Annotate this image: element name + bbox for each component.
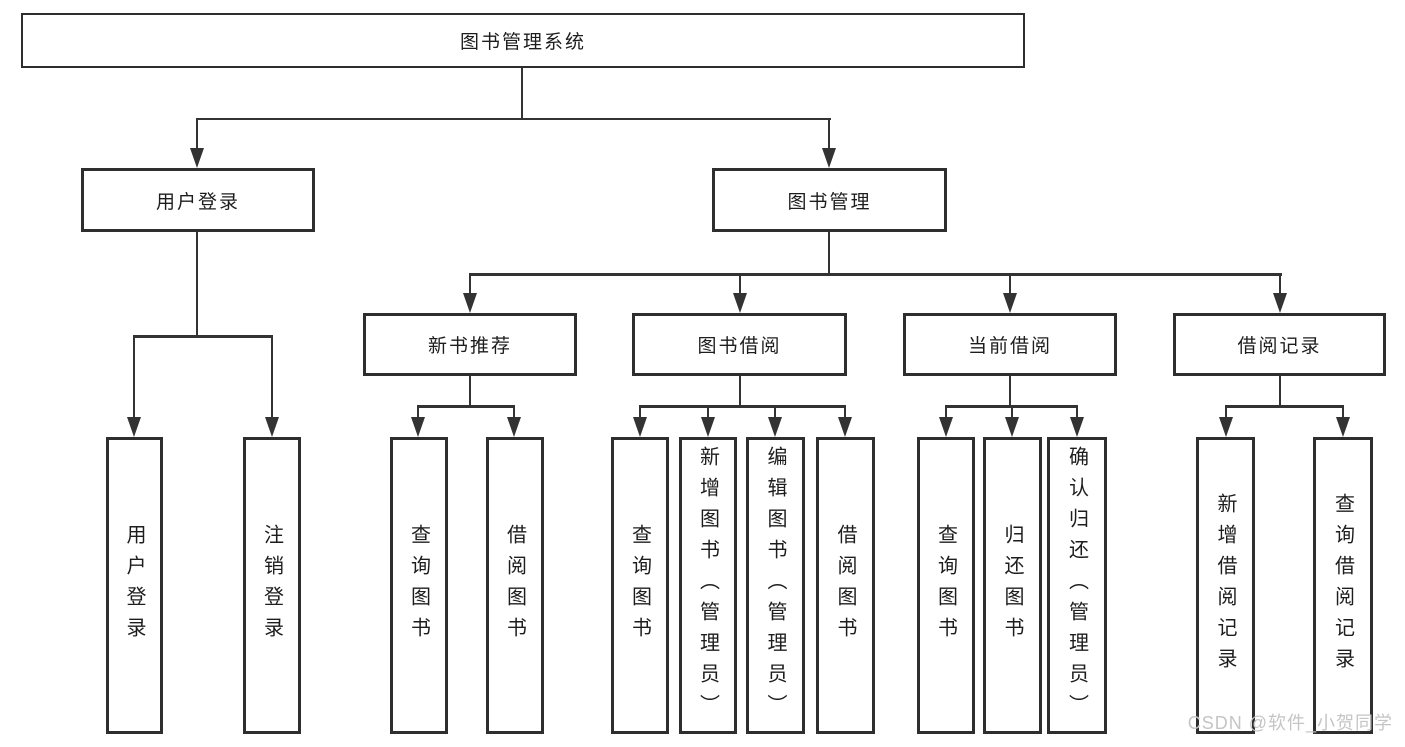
arrowhead-down-icon [701, 417, 715, 437]
node-book-management: 图书管理 [712, 168, 947, 232]
node-new-book-recommendation: 新书推荐 [363, 313, 577, 376]
arrowhead-down-icon [190, 148, 204, 168]
arrowhead-down-icon [463, 293, 477, 313]
csdn-watermark: CSDN @软件_小贺同学 [1187, 713, 1393, 733]
connector-stem-leaf [774, 407, 776, 419]
arrowhead-down-icon [1070, 417, 1084, 437]
connector-stem-leaf [271, 337, 273, 419]
arrowhead-down-icon [1273, 293, 1287, 313]
arrowhead-down-icon [1219, 417, 1233, 437]
leaf-add-book-admin: 新增图书（管理员） [679, 437, 737, 734]
node-borrowing-records: 借阅记录 [1173, 313, 1386, 376]
arrowhead-down-icon [633, 417, 647, 437]
connector-stem-new-book [469, 275, 471, 295]
connector-book-borrowing-rail [639, 405, 846, 408]
connector-stem-leaf [844, 407, 846, 419]
leaf-add-borrow-record: 新增借阅记录 [1196, 437, 1255, 734]
leaf-query-books-current: 查询图书 [917, 437, 975, 734]
arrowhead-down-icon [411, 417, 425, 437]
connector-current-borrowing-rail [945, 405, 1078, 408]
connector-stem-leaf [707, 407, 709, 419]
leaf-confirm-return-admin: 确认归还（管理员） [1047, 437, 1107, 734]
connector-stem-book-management [828, 118, 830, 150]
connector-stem-leaf [639, 407, 641, 419]
arrowhead-down-icon [1003, 293, 1017, 313]
arrowhead-down-icon [127, 417, 141, 437]
arrowhead-down-icon [822, 148, 836, 168]
connector-user-login-stem [196, 232, 198, 335]
node-library-management-system: 图书管理系统 [21, 13, 1025, 68]
connector-stem-leaf [133, 337, 135, 419]
connector-user-login-rail [133, 335, 273, 338]
connector-new-book-rail [417, 405, 515, 408]
connector-stem-user-login [196, 118, 198, 150]
leaf-borrow-books-recommend: 借阅图书 [486, 437, 544, 734]
arrowhead-down-icon [265, 417, 279, 437]
connector-stem-leaf [945, 407, 947, 419]
leaf-query-borrow-record: 查询借阅记录 [1313, 437, 1373, 734]
connector-stem-borrowing-records [1279, 275, 1281, 295]
leaf-logout: 注销登录 [243, 437, 301, 734]
connector-stem-leaf [1076, 407, 1078, 419]
connector-borrowing-records-stem [1279, 376, 1281, 405]
connector-book-management-stem [828, 232, 830, 273]
leaf-return-book: 归还图书 [983, 437, 1042, 734]
connector-borrowing-records-rail [1225, 405, 1344, 408]
arrowhead-down-icon [838, 417, 852, 437]
arrowhead-down-icon [939, 417, 953, 437]
connector-current-borrowing-stem [1009, 376, 1011, 405]
connector-root-stem [521, 68, 523, 118]
leaf-user-login: 用户登录 [106, 437, 163, 734]
leaf-edit-book-admin: 编辑图书（管理员） [746, 437, 805, 734]
node-user-login: 用户登录 [81, 168, 315, 232]
connector-stem-leaf [1225, 407, 1227, 419]
connector-level3-rail [469, 273, 1282, 276]
leaf-query-books-borrowing: 查询图书 [611, 437, 669, 734]
arrowhead-down-icon [1336, 417, 1350, 437]
connector-stem-book-borrowing [739, 275, 741, 295]
connector-level2-rail [196, 118, 831, 120]
node-current-borrowing: 当前借阅 [903, 313, 1117, 376]
connector-stem-leaf [417, 407, 419, 419]
connector-book-borrowing-stem [739, 376, 741, 405]
arrowhead-down-icon [1005, 417, 1019, 437]
node-book-borrowing: 图书借阅 [632, 313, 847, 376]
connector-stem-leaf [1011, 407, 1013, 419]
leaf-borrow-books: 借阅图书 [816, 437, 875, 734]
connector-stem-current-borrowing [1009, 275, 1011, 295]
arrowhead-down-icon [507, 417, 521, 437]
leaf-query-books-recommend: 查询图书 [390, 437, 448, 734]
arrowhead-down-icon [768, 417, 782, 437]
connector-new-book-stem [469, 376, 471, 405]
arrowhead-down-icon [733, 293, 747, 313]
connector-stem-leaf [1342, 407, 1344, 419]
connector-stem-leaf [513, 407, 515, 419]
